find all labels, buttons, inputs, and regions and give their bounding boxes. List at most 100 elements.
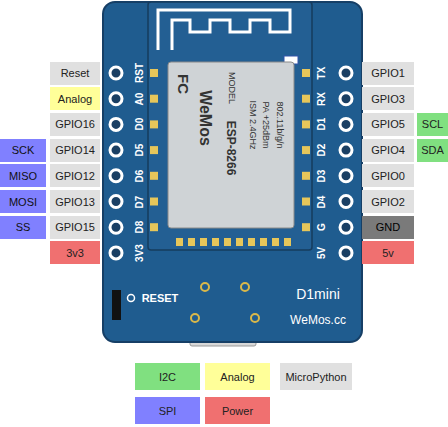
silkscreen-pin: G <box>317 223 327 231</box>
pin-label-cell: GPIO15 <box>50 216 100 239</box>
pin-label-cell: GPIO1 <box>362 62 414 85</box>
pin-label: Analog <box>58 93 92 105</box>
pin-hole <box>340 67 352 79</box>
board-url: WeMos.cc <box>290 314 346 326</box>
silkscreen-pin: D7 <box>135 195 145 208</box>
mount-dot <box>241 283 249 291</box>
module-pad <box>260 238 267 246</box>
silkscreen-pin: D1 <box>317 118 327 131</box>
pin-label: GPIO12 <box>55 170 95 182</box>
module-pad <box>150 120 158 128</box>
silkscreen-pin: D6 <box>135 169 145 182</box>
pin-label: GPIO2 <box>371 196 405 208</box>
silkscreen-pin: 3V3 <box>135 244 145 262</box>
legend-swatch: Analog <box>205 363 270 390</box>
pin-label: 5v <box>382 247 394 259</box>
module-pad <box>302 146 310 154</box>
silkscreen-pin: RST <box>135 63 145 83</box>
legend-text: Analog <box>220 371 254 383</box>
antenna-trace <box>158 10 290 50</box>
pin-hole <box>340 144 352 156</box>
pin-label: GPIO4 <box>371 144 405 156</box>
module-pad <box>302 198 310 206</box>
pin-hole <box>110 93 122 105</box>
pin-label-cell: MISO <box>0 164 46 187</box>
pin-label: GPIO16 <box>55 118 95 130</box>
pin-hole <box>110 247 122 259</box>
pin-label: SDA <box>421 144 444 156</box>
pin-label: GPIO15 <box>55 221 95 233</box>
pin-label: SCL <box>422 118 443 130</box>
model-text: ESP-8266 <box>225 121 237 176</box>
spec-text: 802.11b/g/n <box>275 102 284 149</box>
board-outline <box>103 2 362 342</box>
pin-label: GPIO0 <box>371 170 405 182</box>
pin-label-cell: 5v <box>362 241 414 264</box>
module-pad <box>200 238 207 246</box>
pin-hole <box>110 170 122 182</box>
module-pad <box>302 95 310 103</box>
pin-hole <box>110 196 122 208</box>
pin-label: GPIO5 <box>371 118 405 130</box>
module-pad <box>248 238 255 246</box>
module-pad <box>150 198 158 206</box>
legend-swatch: SPI <box>135 397 200 424</box>
module-pad <box>150 223 158 231</box>
module-pad <box>302 172 310 180</box>
module-pad <box>150 69 158 77</box>
legend-swatch: I2C <box>135 363 200 390</box>
module-pad <box>236 238 243 246</box>
pin-hole <box>340 196 352 208</box>
legend-swatch: MicroPython <box>280 363 352 390</box>
pin-label: GPIO13 <box>55 196 95 208</box>
silkscreen-pin: A0 <box>135 92 145 105</box>
brand-logo: WeMos <box>197 90 213 146</box>
pin-label: MISO <box>9 170 37 182</box>
pin-label: MOSI <box>9 196 37 208</box>
cert-mark: FC <box>176 74 191 94</box>
module-pad <box>188 238 195 246</box>
pin-label: GPIO1 <box>371 67 405 79</box>
silkscreen-pin: D8 <box>135 221 145 234</box>
reset-dot <box>128 295 135 302</box>
reset-button <box>112 290 121 320</box>
pin-label-cell: GND <box>362 216 414 239</box>
pin-label: SCK <box>12 144 35 156</box>
module-pad <box>212 238 219 246</box>
pin-label-cell: GPIO4 <box>362 139 414 162</box>
module-pad <box>284 238 291 246</box>
module-pad <box>150 146 158 154</box>
spec-text: ISM 2.4GHz <box>248 100 257 149</box>
pin-label-cell: GPIO3 <box>362 87 414 110</box>
silkscreen-pin: D5 <box>135 144 145 157</box>
silkscreen-pin: 5V <box>317 247 327 259</box>
metal-shield <box>168 62 294 228</box>
module-pad <box>176 238 183 246</box>
pin-hole <box>110 67 122 79</box>
pin-label-cell: SS <box>0 216 46 239</box>
pin-label-cell: GPIO16 <box>50 113 100 136</box>
pin-label-cell: GPIO5 <box>362 113 414 136</box>
module-pad <box>272 238 279 246</box>
silkscreen-pin: RX <box>317 92 327 106</box>
pin-label-cell: SCK <box>0 139 46 162</box>
module-pad <box>150 172 158 180</box>
pin-label-cell: 3v3 <box>50 241 100 264</box>
module-pad <box>302 69 310 77</box>
pin-label-cell: MOSI <box>0 190 46 213</box>
silkscreen-pin: D3 <box>317 169 327 182</box>
pin-label: Reset <box>61 67 90 79</box>
pin-label-cell: GPIO2 <box>362 190 414 213</box>
pin-hole <box>340 221 352 233</box>
pin-label: 3v3 <box>66 247 84 259</box>
mount-dot <box>251 314 259 322</box>
pin-label: GPIO14 <box>55 144 95 156</box>
pin-label: SS <box>16 221 31 233</box>
silkscreen-pin: D0 <box>135 118 145 131</box>
pin-label-cell: Reset <box>50 62 100 85</box>
button-label: RESET <box>142 293 179 304</box>
mount-dot <box>201 283 209 291</box>
pin-label-cell: GPIO13 <box>50 190 100 213</box>
legend-text: I2C <box>159 371 176 383</box>
